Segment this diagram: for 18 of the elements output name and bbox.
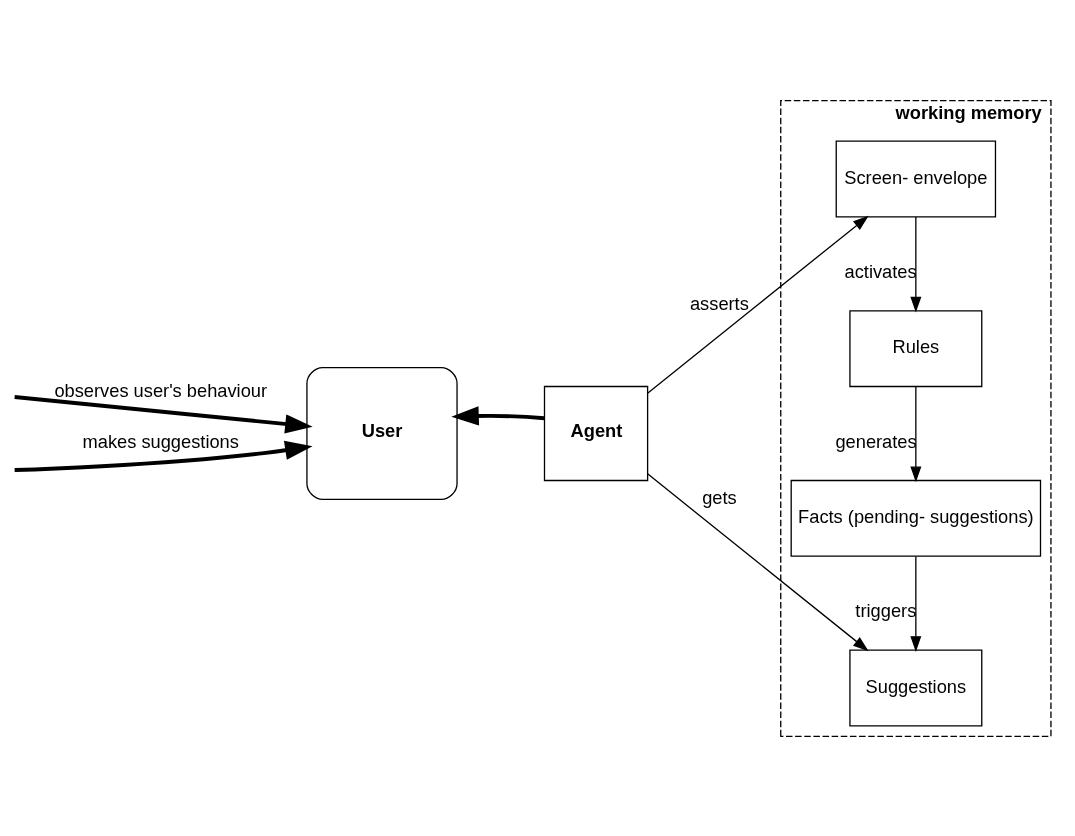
edge-label: gets xyxy=(702,486,737,508)
node-box: Suggestions xyxy=(849,649,983,727)
arrow xyxy=(910,555,922,652)
edge-label: asserts xyxy=(689,292,749,314)
edge-label: makes suggestions xyxy=(82,430,239,452)
arrow xyxy=(646,472,869,651)
node-box: User xyxy=(306,366,458,500)
node-box: Facts (pending- suggestions) xyxy=(790,479,1042,557)
arrow xyxy=(451,405,545,426)
arrow xyxy=(910,385,922,482)
arrow xyxy=(646,215,869,394)
node-box: Screen- envelope xyxy=(835,139,997,217)
node-box: Rules xyxy=(849,309,983,387)
edge-label: observes user's behaviour xyxy=(54,379,268,401)
arrow xyxy=(14,440,313,472)
arrow xyxy=(910,215,922,313)
node-box: Agent xyxy=(543,385,649,481)
arrow xyxy=(14,394,313,434)
